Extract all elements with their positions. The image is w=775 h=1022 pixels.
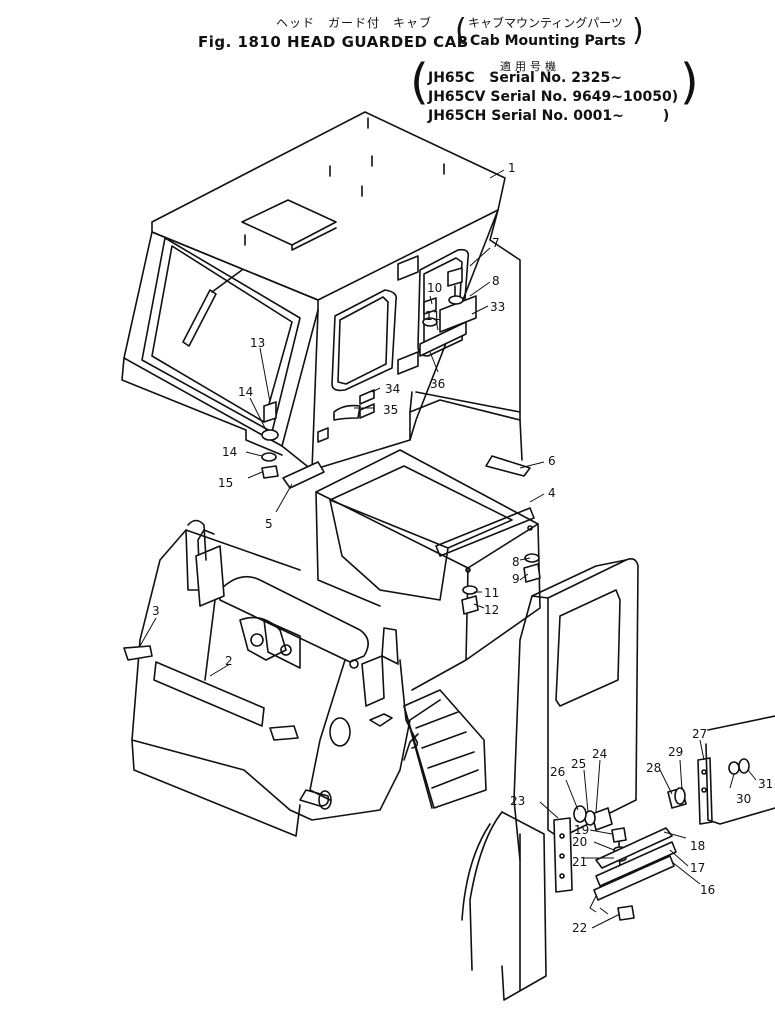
callout-number: 14 [238, 385, 253, 399]
subtitle-close-paren: ) [632, 13, 644, 48]
callout-number: 27 [692, 727, 707, 741]
serial-line: JH65C Serial No. 2325~ [428, 70, 622, 86]
callout-number: 30 [736, 792, 751, 806]
callout-number: 20 [572, 835, 587, 849]
door-assembly [461, 558, 775, 1001]
callout-number: 10 [427, 281, 442, 295]
callout-number: 19 [574, 823, 589, 837]
subtitle-open-paren: ( [455, 13, 467, 48]
callout-number: 1 [508, 161, 516, 175]
callout-number: 24 [592, 747, 607, 761]
callout-number: 26 [550, 765, 565, 779]
callout-number: 2 [225, 654, 233, 668]
callout-number: 9 [512, 572, 520, 586]
callout-number: 3 [152, 604, 160, 618]
leader-lines [139, 169, 757, 929]
serial-line: JH65CH Serial No. 0001~ ) [428, 108, 670, 124]
callout-labels: 1234567810113313141415343536891112232425… [152, 161, 773, 935]
cab-side-fasteners [261, 267, 464, 479]
applicability-label: 適用号機 [500, 60, 560, 73]
callout-number: 16 [700, 883, 715, 897]
callout-number: 31 [758, 777, 773, 791]
callout-number: 35 [383, 403, 398, 417]
callout-number: 14 [222, 445, 237, 459]
callout-number: 6 [548, 454, 556, 468]
callout-number: 18 [690, 839, 705, 853]
callout-number: 29 [668, 745, 683, 759]
cab-assembly [121, 111, 506, 471]
callout-number: 28 [646, 761, 661, 775]
callout-number: 21 [572, 855, 587, 869]
callout-number: 12 [484, 603, 499, 617]
serial-bracket-left: ( [410, 54, 429, 110]
callout-number: 34 [385, 382, 400, 396]
figure-title: Fig. 1810 HEAD GUARDED CAB [198, 33, 469, 51]
callout-number: 11 [484, 586, 499, 600]
serial-bracket-right: ) [680, 54, 699, 110]
callout-number: 25 [571, 757, 586, 771]
callout-number: 13 [250, 336, 265, 350]
callout-number: 5 [265, 517, 273, 531]
callout-number: 8 [512, 555, 520, 569]
cab-base-frame [123, 449, 541, 837]
callout-number: 17 [690, 861, 705, 875]
japanese-title: ヘッド ガード付 キャブ [276, 16, 433, 30]
callout-number: 23 [510, 794, 525, 808]
serial-line: JH65CV Serial No. 9649~10050) [428, 89, 679, 105]
callout-number: 33 [490, 300, 505, 314]
callout-number: 8 [492, 274, 500, 288]
frame-bracket-fasteners [461, 525, 541, 615]
callout-number: 22 [572, 921, 587, 935]
callout-number: 36 [430, 377, 445, 391]
callout-number: 11 [425, 309, 440, 323]
callout-number: 7 [492, 236, 500, 250]
japanese-subtitle: キャブマウンティングパーツ [468, 16, 624, 30]
callout-number: 4 [548, 486, 556, 500]
figure-subtitle: Cab Mounting Parts [470, 33, 626, 49]
callout-number: 15 [218, 476, 233, 490]
